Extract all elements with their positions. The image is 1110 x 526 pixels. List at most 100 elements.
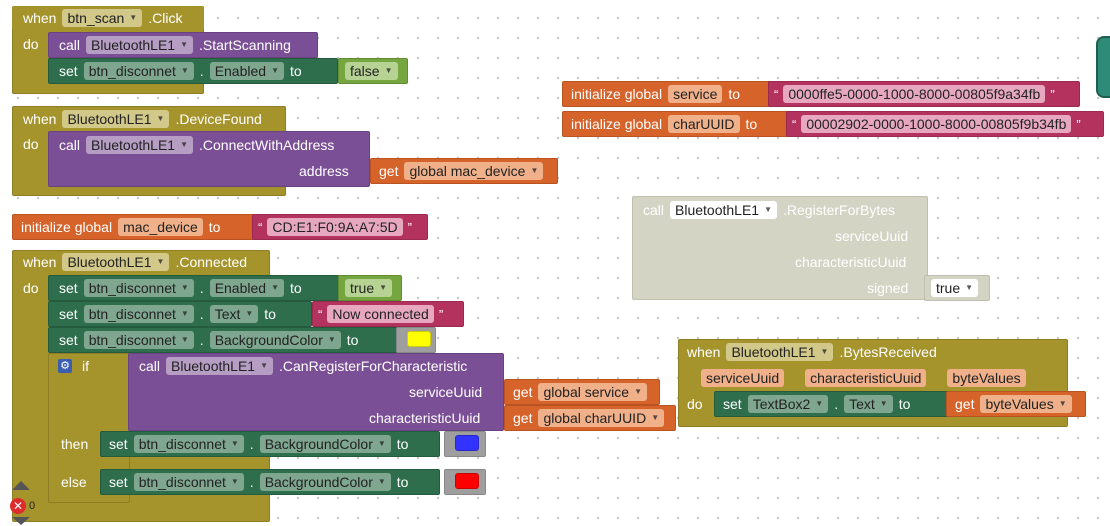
dot: . <box>199 332 204 348</box>
property-dropdown[interactable]: Text▼ <box>209 305 259 323</box>
event-header: when BluetoothLE1▼ .BytesReceived <box>684 341 940 363</box>
param-service-uuid[interactable]: serviceUuid <box>701 369 785 387</box>
get-mac-row: get global mac_device▼ <box>376 160 546 182</box>
property-dropdown[interactable]: BackgroundColor▼ <box>259 473 391 491</box>
open-quote: “ <box>318 306 323 322</box>
text-field[interactable]: 0000ffe5-0000-1000-8000-00805f9a34fb <box>783 85 1046 103</box>
property-dropdown[interactable]: Enabled▼ <box>209 62 284 80</box>
warning-nav-down-icon[interactable] <box>12 517 30 525</box>
property-dropdown[interactable]: Enabled▼ <box>209 279 284 297</box>
component-dropdown[interactable]: btn_disconnet▼ <box>83 62 194 80</box>
event-name: .DeviceFound <box>175 111 262 127</box>
text-row: “ Now connected ” <box>316 303 445 325</box>
error-icon[interactable]: ✕ <box>10 498 26 514</box>
init-service-block[interactable] <box>562 81 772 107</box>
variable-name-field[interactable]: mac_device <box>118 218 203 236</box>
component-dropdown[interactable]: BluetoothLE1▼ <box>670 201 778 219</box>
param-byte-values[interactable]: byteValues <box>947 369 1026 387</box>
close-quote: ” <box>407 219 412 235</box>
open-quote: “ <box>774 86 779 102</box>
event-header: when BluetoothLE1▼ .DeviceFound <box>20 108 265 130</box>
boolean-dropdown[interactable]: true▼ <box>345 279 393 297</box>
call-label: call <box>139 358 161 374</box>
dot: . <box>199 306 204 322</box>
call-label: call <box>59 137 81 153</box>
component-dropdown[interactable]: BluetoothLE1▼ <box>166 357 274 375</box>
get-row: get global charUUID▼ <box>510 407 667 429</box>
if-label: if <box>82 358 89 374</box>
component-dropdown[interactable]: btn_disconnet▼ <box>83 331 194 349</box>
property-dropdown[interactable]: BackgroundColor▼ <box>259 435 391 453</box>
variable-dropdown[interactable]: global charUUID▼ <box>538 409 665 427</box>
component-dropdown[interactable]: btn_disconnet▼ <box>83 305 194 323</box>
component-dropdown[interactable]: btn_scan▼ <box>62 9 143 27</box>
params-row: serviceUuid characteristicUuid byteValue… <box>698 367 1029 389</box>
if-row: ⚙ if <box>58 355 92 377</box>
component-dropdown[interactable]: TextBox2▼ <box>747 395 829 413</box>
true-row: true▼ <box>928 277 981 299</box>
method-name: .StartScanning <box>199 37 291 53</box>
open-quote: “ <box>792 116 797 132</box>
variable-name-field[interactable]: charUUID <box>668 115 740 133</box>
set-label: set <box>109 474 128 490</box>
text-field[interactable]: 00002902-0000-1000-8000-00805f9b34fb <box>801 115 1072 133</box>
param-characteristic-uuid[interactable]: characteristicUuid <box>805 369 927 387</box>
component-dropdown[interactable]: BluetoothLE1▼ <box>62 253 170 271</box>
when-label: when <box>687 344 721 360</box>
to-label: to <box>290 280 302 296</box>
get-label: get <box>513 410 533 426</box>
address-row: address <box>296 160 352 182</box>
char-uuid-param-row: characteristicUuid <box>792 251 909 273</box>
color-swatch-red[interactable] <box>455 473 479 489</box>
get-row: get byteValues▼ <box>952 393 1075 415</box>
component-dropdown[interactable]: BluetoothLE1▼ <box>726 343 834 361</box>
to-label: to <box>728 86 741 102</box>
property-dropdown[interactable]: Text▼ <box>844 395 893 413</box>
char-uuid-param-row: characteristicUuid <box>366 407 483 429</box>
set-label: set <box>723 396 742 412</box>
set-row: set btn_disconnet▼ . Enabled▼ to <box>56 277 305 299</box>
variable-dropdown[interactable]: byteValues▼ <box>980 395 1072 413</box>
event-name: .BytesReceived <box>839 344 937 360</box>
property-dropdown[interactable]: BackgroundColor▼ <box>209 331 341 349</box>
set-label: set <box>59 280 78 296</box>
dot: . <box>199 63 204 79</box>
init-row: initialize global charUUID to <box>568 113 760 135</box>
method-name: .CanRegisterForCharacteristic <box>279 358 468 374</box>
set-label: set <box>59 63 78 79</box>
service-uuid-label: serviceUuid <box>835 228 909 244</box>
call-label: call <box>643 202 665 218</box>
text-field[interactable]: CD:E1:F0:9A:A7:5D <box>267 218 403 236</box>
signed-label: signed <box>867 280 909 296</box>
get-label: get <box>955 396 975 412</box>
variable-dropdown[interactable]: global service▼ <box>538 383 647 401</box>
do-label: do <box>23 36 39 52</box>
color-swatch-blue[interactable] <box>455 435 479 451</box>
component-dropdown[interactable]: BluetoothLE1▼ <box>86 136 194 154</box>
set-row: set btn_disconnet▼ . Text▼ to <box>56 303 279 325</box>
boolean-dropdown[interactable]: true▼ <box>931 279 979 297</box>
event-header: when BluetoothLE1▼ .Connected <box>20 251 250 273</box>
component-dropdown[interactable]: BluetoothLE1▼ <box>86 36 194 54</box>
init-label: initialize global <box>571 116 663 132</box>
else-row: else <box>58 471 90 493</box>
component-dropdown[interactable]: btn_disconnet▼ <box>83 279 194 297</box>
mutator-gear-icon[interactable]: ⚙ <box>58 359 72 373</box>
backpack-icon[interactable] <box>1096 36 1110 98</box>
component-dropdown[interactable]: btn_disconnet▼ <box>133 435 244 453</box>
set-label: set <box>59 332 78 348</box>
variable-name-field[interactable]: service <box>668 85 723 103</box>
set-label: set <box>109 436 128 452</box>
address-label: address <box>299 163 349 179</box>
call-start-scanning-row: call BluetoothLE1▼ .StartScanning <box>56 34 294 56</box>
component-dropdown[interactable]: BluetoothLE1▼ <box>62 110 170 128</box>
boolean-dropdown[interactable]: false▼ <box>345 62 398 80</box>
color-swatch-yellow[interactable] <box>407 331 431 347</box>
set-enabled-row: set btn_disconnet▼ . Enabled▼ to <box>56 60 305 82</box>
component-dropdown[interactable]: btn_disconnet▼ <box>133 473 244 491</box>
text-field[interactable]: Now connected <box>327 305 434 323</box>
characteristic-uuid-label: characteristicUuid <box>795 254 907 270</box>
service-uuid-label: serviceUuid <box>409 384 483 400</box>
register-row: call BluetoothLE1▼ .RegisterForBytes <box>640 199 898 221</box>
variable-dropdown[interactable]: global mac_device▼ <box>404 162 544 180</box>
